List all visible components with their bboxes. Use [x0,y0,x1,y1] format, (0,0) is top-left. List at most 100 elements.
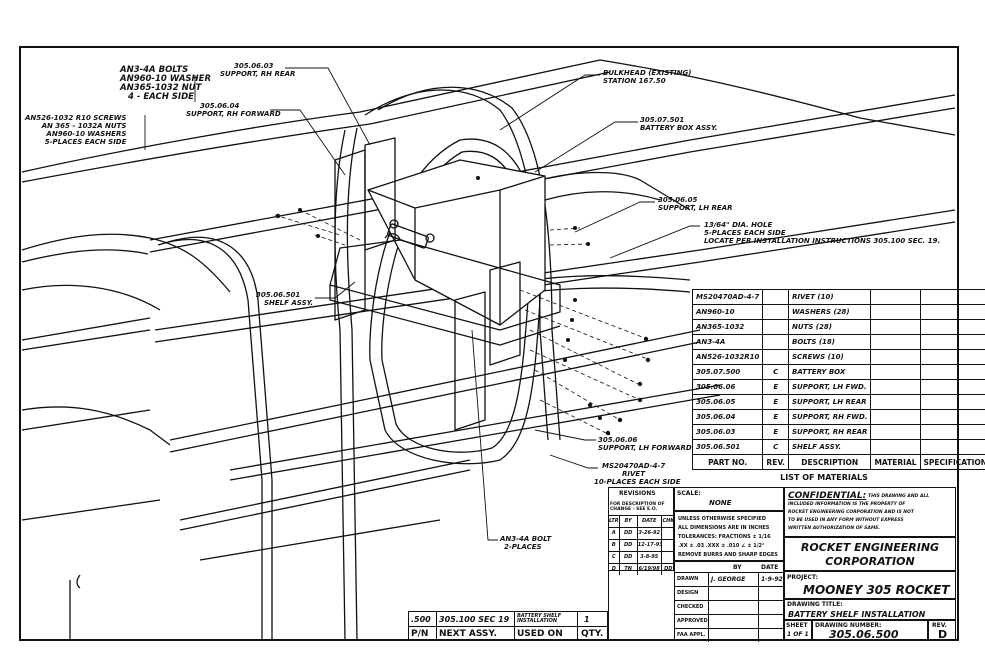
approval-date [759,601,785,614]
bom-cell [919,349,985,365]
callout-shelf-assy: 305.06.501 SHELF ASSY. [256,291,313,307]
approval-row: FAA APPL. [675,628,785,642]
hardware-lines [274,209,651,436]
revision-cell: CHK [662,518,675,524]
bom-cell [870,334,921,350]
drawing-title-value: BATTERY SHELF INSTALLATION [788,610,926,619]
callout-line: AN 365 - 1032A NUTS [41,122,127,130]
bom-cell: WASHERS (28) [788,304,872,320]
bom-cell: E [762,394,790,410]
bom-cell: 305.07.500 [691,364,764,380]
bom-cell: 305.06.04 [691,409,764,425]
tolerance-line: TOLERANCES: FRACTIONS ± 1/16 [678,534,771,540]
callout-line: BULKHEAD (EXISTING) [603,69,692,77]
bom-cell: C [762,439,790,455]
next-assy-used-on: BATTERY SHELF INSTALLATION [517,613,562,624]
revisions-subtitle: FOR DESCRIPTION OF CHANGE - SEE E.O. [610,502,665,512]
bom-title: LIST OF MATERIALS [780,473,868,482]
scale-block: SCALE: NONE [674,487,784,511]
sheet-block: SHEET 1 OF 1 [784,620,812,640]
bom-cell: E [762,409,790,425]
bom-cell: E [762,424,790,440]
bom-cell: NUTS (28) [788,319,872,335]
callout-support-rh-forward: 305.06.04 SUPPORT, RH FORWARD [186,102,281,118]
callout-line: 305.07.501 [640,116,685,124]
revision-cell: 3-8-95 [638,552,662,563]
rev-block: REV. D [928,620,956,640]
fuselage-drawing [21,59,956,641]
confidential-line: INCLUDED INFORMATION IS THE PROPERTY OF [788,502,906,507]
bom-cell [870,424,921,440]
bom-cell [919,394,985,410]
revision-cell: DATE [638,516,662,527]
tolerance-line: .XX ± .03 .XXX ± .010 ∠ ± 1/2° [678,543,765,549]
next-assy-pn: .500 [411,615,431,624]
approval-label: FAA APPL. [675,629,709,642]
bom-cell [762,289,790,305]
revision-cell [662,552,675,563]
sheet-label: SHEET [786,622,808,629]
callout-line: 305.06.03 [234,62,274,70]
bom-header-row: PART NO. REV. DESCRIPTION MATERIAL SPECI… [691,454,985,470]
approvals-by-label: BY [733,564,742,571]
next-assy-block: .500 305.100 SEC 19 BATTERY SHELF INSTAL… [408,611,608,640]
callout-battery-box: 305.07.501 BATTERY BOX ASSY. [640,116,718,132]
bom-cell: SUPPORT, LH FWD. [788,379,872,395]
revisions-block: REVISIONS FOR DESCRIPTION OF CHANGE - SE… [608,487,675,575]
project-label: PROJECT: [787,574,819,581]
revision-cell: DD [664,566,673,572]
confidential-line: TO BE USED IN ANY FORM WITHOUT EXPRESS [788,518,904,523]
revision-cell: B [609,540,620,551]
bom-cell [919,334,985,350]
revision-cell [662,528,675,539]
callout-line: STATION 167.50 [603,77,666,85]
callout-bulkhead: BULKHEAD (EXISTING) STATION 167.50 [603,69,691,85]
company-line-1: ROCKET ENGINEERING [800,541,940,554]
bom-header: SPECIFICATION [919,454,985,470]
callout-line: SUPPORT, LH FORWARD [598,444,692,452]
approval-row: APPROVED [675,614,785,628]
drawing-number-value: 305.06.500 [829,628,899,641]
bom-header: MATERIAL [870,454,921,470]
confidential-line: WRITTEN AUTHORIZATION OF SAME. [788,526,881,531]
callout-support-rh-rear: 305.06.03 SUPPORT, RH REAR [220,62,295,78]
bom-header: PART NO. [691,454,764,470]
next-assy-header-next: NEXT ASSY. [439,629,497,639]
revision-cell: BY [620,516,638,527]
approval-label: APPROVED [675,615,709,628]
approval-by [709,601,759,614]
revision-cell: LTR [609,516,620,527]
tolerance-line: UNLESS OTHERWISE SPECIFIED [678,516,766,522]
revision-cell: 6/19/98 [638,564,662,575]
bom-cell [870,289,921,305]
callout-line: 5-PLACES EACH SIDE [704,229,786,237]
callout-screws-group: AN526-1032 R10 SCREWS AN 365 - 1032A NUT… [25,114,126,146]
bom-cell: RIVET (10) [788,289,872,305]
bom-cell: MS20470AD-4-7 [691,289,764,305]
revision-cell: 3-26-92 [638,528,662,539]
bom-cell: C [762,364,790,380]
approval-date [759,615,785,628]
approval-row: CHECKED [675,600,785,614]
next-assy-header-qty: QTY. [581,629,604,639]
bom-cell: AN526-1032R10 [691,349,764,365]
bom-cell [919,304,985,320]
callout-hole: 13/64" DIA. HOLE 5-PLACES EACH SIDE LOCA… [704,221,940,245]
revisions-title: REVISIONS [619,490,656,497]
bom-header: REV. [762,454,790,470]
approval-date [759,629,785,642]
callout-line: AN3-4A BOLTS [120,65,189,75]
approval-label: DESIGN [675,587,709,600]
callout-line: AN365-1032 NUT [120,83,202,93]
